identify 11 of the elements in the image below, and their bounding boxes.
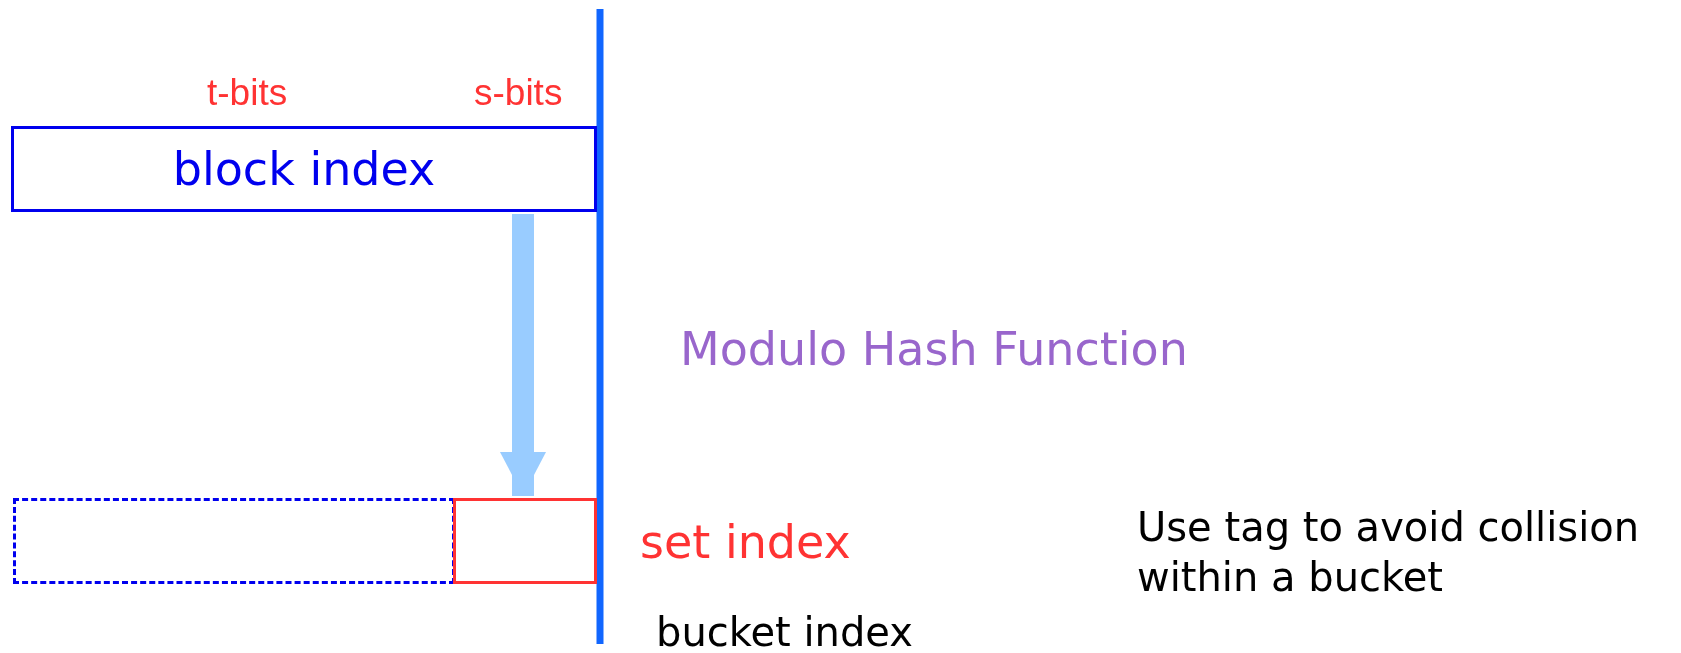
bit-field-label: s-bits bbox=[474, 72, 563, 114]
block-index-box bbox=[11, 126, 597, 212]
dashed-box bbox=[13, 498, 455, 584]
function-label: Modulo Hash Function bbox=[680, 322, 1189, 378]
axis-label: bucket index bbox=[656, 608, 914, 653]
set-index-box bbox=[453, 498, 597, 584]
note-text: Use tag to avoid collision within a bucket bbox=[1137, 503, 1641, 602]
set-index-label: set index bbox=[640, 515, 851, 569]
bit-field-label: t-bits bbox=[207, 72, 288, 114]
arrow bbox=[500, 214, 546, 496]
node-label: block index bbox=[172, 142, 436, 196]
